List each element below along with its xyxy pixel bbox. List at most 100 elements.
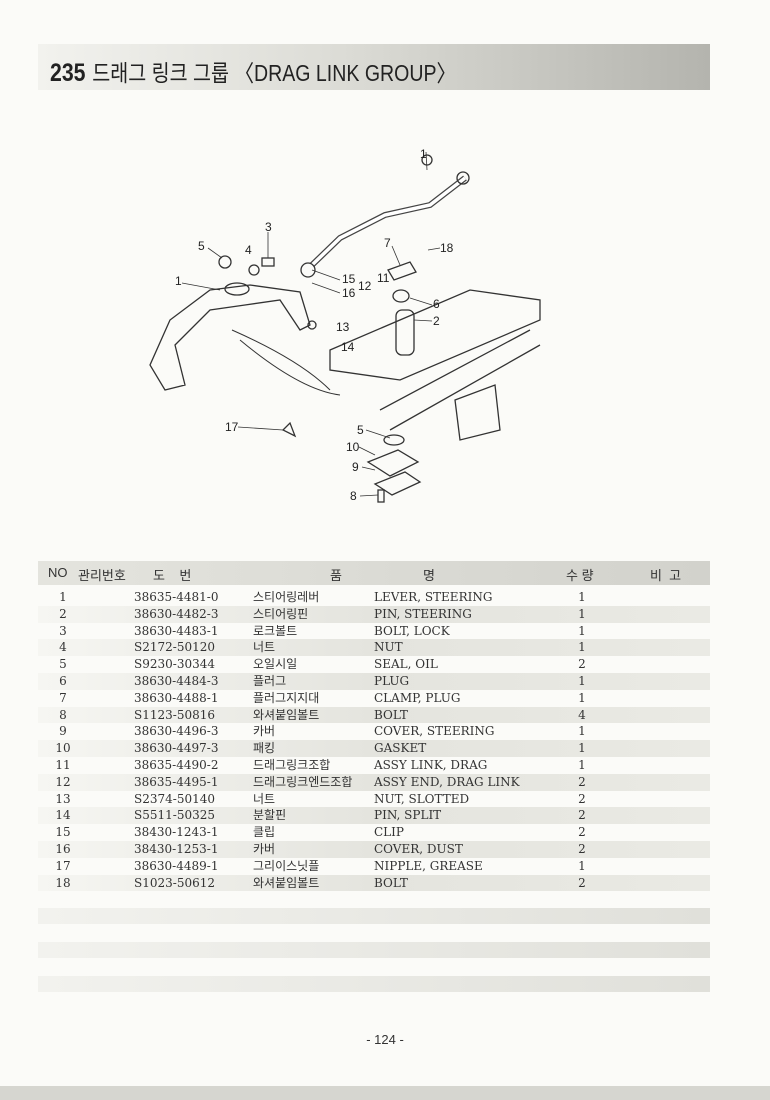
header-part-number: 도 번 [153, 568, 192, 583]
callout-1: 1 [175, 274, 182, 288]
table-row: 7 38630-4488-1 플러그지지대 CLAMP, PLUG 1 [38, 690, 710, 707]
item-number: 12 [55, 774, 71, 789]
quantity: 1 [578, 758, 586, 772]
callout-2: 2 [433, 314, 440, 328]
item-number: 11 [55, 758, 71, 772]
exploded-parts-diagram: 1 3 5 4 1 7 18 15 11 16 12 6 2 13 14 17 … [149, 147, 541, 503]
callout-16: 16 [342, 286, 356, 300]
korean-name: 카버 [253, 842, 276, 856]
part-number: 38630-4489-1 [134, 858, 219, 873]
english-name: NUT, SLOTTED [374, 791, 470, 806]
callout-18: 18 [440, 241, 454, 255]
korean-name: 스티어링핀 [253, 606, 309, 621]
blank-row [38, 942, 710, 958]
korean-name: 클립 [253, 825, 276, 840]
quantity: 1 [578, 640, 586, 655]
quantity: 2 [578, 657, 586, 672]
quantity: 1 [578, 858, 586, 873]
quantity: 4 [578, 707, 586, 722]
callout-4: 4 [245, 243, 252, 257]
quantity: 1 [578, 590, 586, 604]
english-name: CLAMP, PLUG [374, 690, 461, 705]
quantity: 1 [578, 690, 586, 705]
english-name: PLUG [374, 674, 410, 688]
english-name: NUT [374, 640, 403, 655]
item-number: 9 [59, 724, 67, 739]
item-number: 7 [59, 690, 67, 705]
part-number: 38430-1253-1 [134, 842, 219, 856]
callout-10: 10 [346, 440, 360, 454]
group-number: 235 [50, 59, 86, 87]
item-number: 3 [59, 623, 67, 638]
header-no: NO [48, 565, 68, 580]
item-number: 16 [55, 842, 71, 856]
item-number: 4 [59, 640, 67, 655]
part-number: 38630-4483-1 [134, 623, 219, 638]
item-number: 5 [59, 657, 67, 672]
item-number: 1 [59, 590, 67, 604]
quantity: 2 [578, 842, 586, 856]
callout-9: 9 [352, 460, 359, 474]
quantity: 2 [578, 808, 586, 823]
callout-3: 3 [265, 220, 272, 234]
part-number: S1023-50612 [134, 875, 215, 890]
item-number: 18 [55, 875, 71, 890]
item-number: 6 [59, 674, 67, 688]
scan-edge [0, 1086, 770, 1100]
page-number: - 124 - [366, 1032, 404, 1047]
english-name: LEVER, STEERING [374, 590, 493, 604]
english-name: GASKET [374, 741, 427, 756]
korean-name: 패킹 [253, 741, 276, 756]
group-title: 드래그 링크 그룹 〈DRAG LINK GROUP〉 [92, 60, 457, 86]
header-name-1: 품 [330, 568, 342, 583]
english-name: BOLT, LOCK [374, 623, 450, 638]
header-qty: 수 량 [566, 568, 594, 583]
header-name-2: 명 [423, 568, 435, 583]
korean-name: 와셔붙임볼트 [253, 707, 320, 722]
english-name: ASSY END, DRAG LINK [374, 774, 520, 789]
english-name: PIN, SPLIT [374, 808, 442, 823]
item-number: 2 [59, 606, 67, 621]
callout-7: 7 [384, 236, 391, 250]
callout-5: 5 [198, 239, 205, 253]
english-name: BOLT [374, 707, 408, 722]
english-name: COVER, DUST [374, 842, 463, 856]
korean-name: 너트 [253, 791, 276, 806]
part-number: S9230-30344 [134, 657, 215, 672]
part-number: 38635-4490-2 [134, 758, 219, 772]
header-remarks: 비 고 [650, 568, 682, 583]
part-number: 38430-1243-1 [134, 825, 219, 840]
blank-row [38, 908, 710, 924]
item-number: 10 [55, 741, 71, 756]
part-number: 38630-4488-1 [134, 690, 219, 705]
item-number: 14 [55, 808, 71, 823]
table-row: 16 38430-1253-1 카버 COVER, DUST 2 [38, 841, 710, 858]
korean-name: 플러그지지대 [253, 690, 320, 705]
quantity: 1 [578, 724, 586, 739]
part-number: S2172-50120 [134, 640, 215, 655]
korean-name: 분할핀 [253, 808, 287, 823]
quantity: 2 [578, 791, 586, 806]
callout-15: 15 [342, 272, 356, 286]
part-number: 38635-4495-1 [134, 774, 219, 789]
parts-table-header: NO 관리번호 도 번 품 명 수 량 비 고 [38, 561, 710, 585]
callout-13: 13 [336, 320, 350, 334]
part-number: 38630-4482-3 [134, 606, 219, 621]
quantity: 1 [578, 674, 586, 688]
quantity: 1 [578, 741, 586, 756]
korean-name: 와셔붙임볼트 [253, 875, 320, 890]
part-number: 38630-4484-3 [134, 674, 219, 688]
header-mgmt-number: 관리번호 [78, 568, 126, 583]
